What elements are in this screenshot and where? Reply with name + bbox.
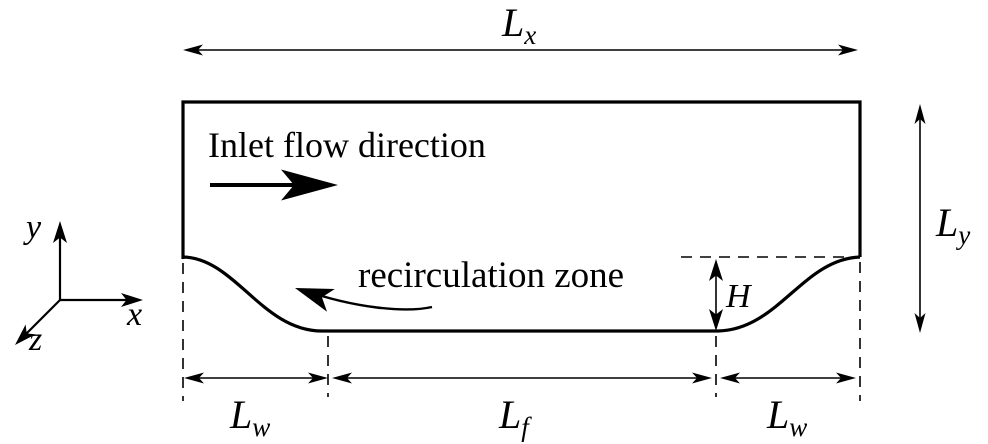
y-axis-label: y — [23, 209, 42, 246]
lf-dimension: Lf — [332, 372, 712, 442]
channel-walls — [181, 100, 862, 259]
h-label: H — [725, 278, 753, 315]
inlet-flow-label: Inlet flow direction — [208, 125, 486, 165]
lx-label-sub: x — [523, 20, 536, 50]
ly-label-base: L — [935, 200, 958, 245]
lw-right-label-base: L — [766, 392, 789, 437]
lw-left-label-base: L — [229, 392, 252, 437]
lw-left-label: Lw — [229, 392, 270, 442]
lx-label: Lx — [501, 0, 536, 50]
lf-label: Lf — [498, 392, 532, 442]
recirculation-arrowhead — [291, 276, 335, 312]
ly-label: Ly — [935, 200, 970, 250]
lw-right-label: Lw — [766, 392, 807, 442]
h-dimension: H — [709, 259, 753, 331]
z-axis-label: z — [28, 321, 42, 358]
recirculation-label: recirculation zone — [358, 255, 624, 296]
ly-label-sub: y — [955, 220, 970, 250]
ly-dimension: Ly — [914, 104, 970, 333]
lw-left-label-sub: w — [252, 412, 270, 442]
lx-label-base: L — [501, 0, 524, 45]
lw-left-dimension: Lw — [184, 372, 328, 442]
x-axis-label: x — [126, 296, 142, 333]
lx-dimension: Lx — [183, 0, 858, 56]
channel-floor-profile — [182, 255, 861, 333]
lw-right-dimension: Lw — [720, 372, 856, 442]
lw-right-label-sub: w — [789, 412, 807, 442]
coordinate-axes: y x z — [10, 209, 143, 358]
z-axis-line — [25, 299, 61, 335]
lf-label-base: L — [498, 392, 521, 437]
lf-label-sub: f — [521, 412, 532, 442]
